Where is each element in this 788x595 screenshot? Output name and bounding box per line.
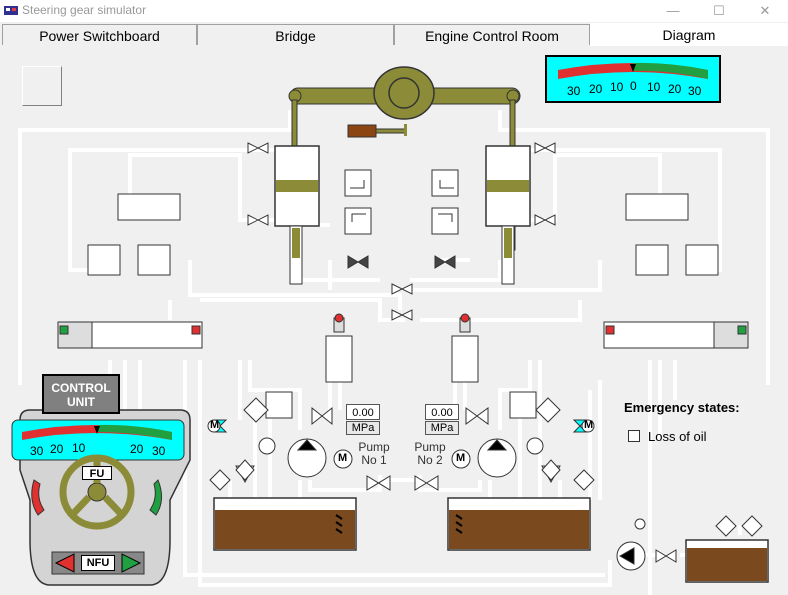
- pump2-pressure-value: 0.00: [425, 404, 459, 420]
- minimize-button[interactable]: —: [666, 3, 680, 18]
- bridge-panel: [11, 409, 191, 586]
- app-icon: [4, 6, 18, 15]
- oil-tank-left: [213, 497, 357, 551]
- pump1-label: Pump No 1: [354, 441, 394, 467]
- pump2-label-line2: No 2: [417, 453, 443, 467]
- tab-diagram[interactable]: Diagram: [590, 23, 788, 46]
- bridge-tick: 30: [152, 444, 166, 458]
- rudder-tick: 10: [610, 80, 624, 94]
- bridge-tick: 30: [30, 444, 44, 458]
- title-bar: Steering gear simulator — ☐ ✕: [0, 0, 788, 22]
- bridge-tick: 10: [72, 441, 86, 455]
- loss-of-oil-label[interactable]: Loss of oil: [648, 429, 707, 444]
- close-button[interactable]: ✕: [759, 3, 771, 18]
- pump2-label: Pump No 2: [410, 441, 450, 467]
- control-unit-button[interactable]: CONTROL UNIT: [42, 374, 120, 414]
- control-unit-label-1: CONTROL: [51, 381, 111, 395]
- pump1-label-line1: Pump: [358, 440, 390, 454]
- pump1-label-line2: No 1: [361, 453, 387, 467]
- window-title: Steering gear simulator: [22, 3, 147, 17]
- pump1-motor-icon[interactable]: M: [338, 452, 348, 464]
- right-motor-icon: M: [584, 419, 594, 431]
- tab-bridge[interactable]: Bridge: [197, 24, 394, 45]
- emergency-states-title: Emergency states:: [624, 400, 740, 415]
- cylinder-right: [485, 145, 531, 285]
- pump1-pressure-value: 0.00: [346, 404, 380, 420]
- filters: [207, 419, 595, 491]
- cylinder-left: [274, 145, 320, 285]
- emergency-tank: [685, 515, 769, 583]
- nfu-mode-button[interactable]: NFU: [81, 555, 115, 571]
- tab-bar: Power Switchboard Bridge Engine Control …: [0, 23, 788, 46]
- loss-of-oil-checkbox[interactable]: [628, 430, 640, 442]
- bridge-tick: 20: [50, 442, 64, 456]
- valve-blocks-right: [603, 193, 749, 349]
- rudder-tick: 20: [668, 82, 682, 96]
- tab-power-switchboard[interactable]: Power Switchboard: [2, 24, 197, 45]
- control-unit-label-2: UNIT: [67, 395, 95, 409]
- rudder-angle-indicator: [545, 55, 721, 103]
- hand-pump: [616, 518, 677, 571]
- pump1-pressure-unit: MPa: [346, 421, 380, 435]
- pump2-motor-icon[interactable]: M: [456, 452, 466, 464]
- nfu-port-button[interactable]: [54, 554, 76, 572]
- solenoid-valves: [325, 313, 479, 383]
- help-button[interactable]: [22, 66, 62, 106]
- maximize-button[interactable]: ☐: [713, 3, 725, 18]
- rudder-tick: 0: [630, 79, 637, 93]
- tab-engine-control-room[interactable]: Engine Control Room: [394, 24, 590, 45]
- fu-mode-button[interactable]: FU: [82, 466, 112, 480]
- relief-valves: [344, 169, 459, 235]
- pump2-pressure-unit: MPa: [425, 421, 459, 435]
- rudder-tick: 10: [647, 80, 661, 94]
- oil-tank-right: [447, 497, 591, 551]
- isolation-valves: [247, 142, 556, 321]
- hydraulic-diagram: ?: [0, 46, 788, 595]
- rudder-tick: 30: [567, 84, 581, 98]
- rudder-tick: 30: [688, 84, 702, 98]
- bridge-tick: 20: [130, 442, 144, 456]
- valve-blocks-left: [57, 193, 203, 349]
- pump-unit-left: [235, 391, 391, 491]
- pump2-label-line1: Pump: [414, 440, 446, 454]
- rudder-tick: 20: [589, 82, 603, 96]
- nfu-starboard-button[interactable]: [120, 554, 142, 572]
- left-motor-icon: M: [210, 419, 220, 431]
